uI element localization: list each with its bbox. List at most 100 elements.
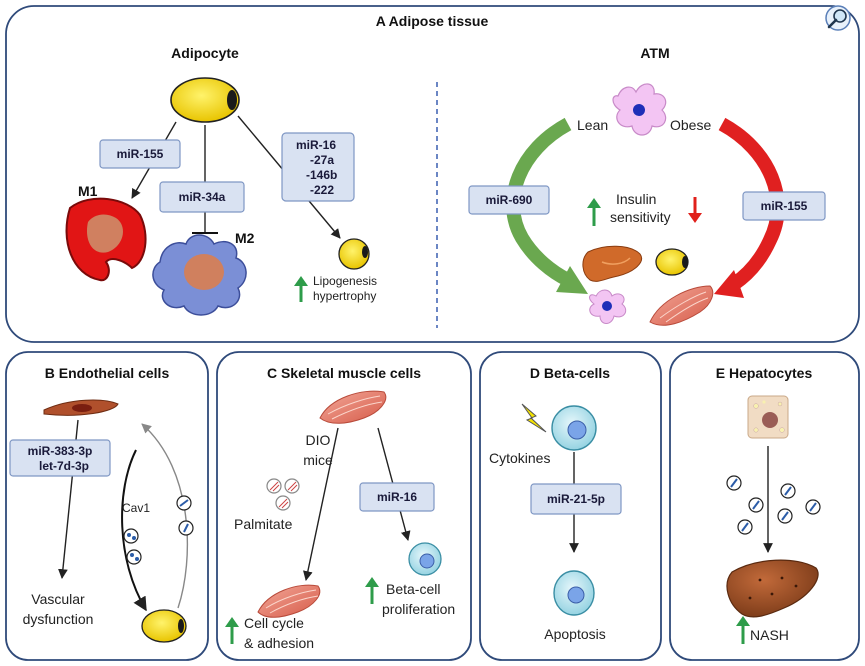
endothelial-cell — [43, 399, 119, 416]
hypertrophy-label: hypertrophy — [313, 289, 376, 303]
mir-383-box: miR-383-3p let-7d-3p — [9, 439, 111, 477]
adipocyte-cell — [170, 77, 240, 123]
mir-383-label: miR-383-3p — [28, 444, 93, 458]
lean-label: Lean — [577, 117, 608, 133]
lipogenesis-label: Lipogenesis — [313, 274, 377, 288]
muscle-top — [319, 390, 387, 424]
cav1-label: Cav1 — [122, 501, 150, 515]
m2-label: M2 — [235, 230, 255, 246]
small-adipocyte — [338, 238, 370, 270]
panel-b: B Endothelial cells miR-383-3p let-7d-3p… — [5, 351, 209, 661]
adipocyte-b — [141, 609, 187, 643]
panel-d-title: D Beta-cells — [530, 365, 610, 381]
beta-cell-top — [551, 405, 597, 451]
magnifier-icon[interactable] — [825, 5, 851, 31]
arrow-to-cellcycle — [303, 427, 339, 581]
mir-16-c-label: miR-16 — [377, 490, 417, 504]
proliferation-label: proliferation — [382, 601, 455, 617]
mir-21-label: miR-21-5p — [547, 492, 605, 506]
vesicle-1 — [176, 495, 192, 511]
let-7d-label: let-7d-3p — [39, 459, 89, 473]
panel-c-frame — [216, 351, 472, 661]
sensitivity-label: sensitivity — [610, 209, 671, 225]
panel-d: D Beta-cells Cytokines miR-21-5p Apoptos… — [479, 351, 662, 661]
palmitate-2 — [284, 478, 300, 494]
vesicle-e1 — [726, 475, 742, 491]
panel-b-frame — [5, 351, 209, 661]
panel-c-title: C Skeletal muscle cells — [267, 365, 421, 381]
obese-label: Obese — [670, 117, 711, 133]
up-arrow-icon — [225, 617, 239, 644]
obese-arrow — [714, 117, 785, 298]
atm-label: ATM — [640, 45, 669, 61]
exosome-1 — [123, 528, 139, 544]
muscle-bottom — [257, 584, 321, 618]
exosome-2 — [126, 549, 142, 565]
adhesion-label: & adhesion — [244, 635, 314, 651]
m1-label: M1 — [78, 183, 98, 199]
palmitate-label: Palmitate — [234, 516, 293, 532]
dysfunction-label: dysfunction — [23, 611, 94, 627]
mir-155-label: miR-155 — [117, 147, 164, 161]
mir-16-line-3: -146b — [306, 168, 337, 182]
mir-21-box: miR-21-5p — [530, 483, 622, 515]
cytokines-label: Cytokines — [489, 450, 550, 466]
mir-16-line-1: miR-16 — [296, 138, 336, 152]
mir-690-label: miR-690 — [486, 193, 533, 207]
mir-155-atm-label: miR-155 — [761, 199, 808, 213]
liver-small — [582, 245, 642, 282]
adipocyte-small-atm — [655, 248, 689, 276]
vesicle-e4 — [805, 499, 821, 515]
beta-cell-bottom — [553, 570, 595, 616]
panel-e-title: E Hepatocytes — [716, 365, 813, 381]
betacell-label: Beta-cell — [386, 581, 440, 597]
m1-macrophage — [65, 197, 147, 282]
hepatocyte-cell — [747, 395, 789, 439]
apoptosis-label: Apoptosis — [544, 626, 605, 642]
down-arrow-icon — [688, 197, 702, 223]
cellcycle-label: Cell cycle — [244, 615, 304, 631]
palmitate-1 — [266, 478, 282, 494]
mir-16-line-2: -27a — [310, 153, 334, 167]
mir-155-box: miR-155 — [99, 139, 181, 169]
liver-large — [726, 559, 819, 618]
mir-16-line-4: -222 — [310, 183, 334, 197]
mir-34a-label: miR-34a — [179, 190, 226, 204]
adipocyte-label: Adipocyte — [171, 45, 239, 61]
palmitate-3 — [275, 495, 291, 511]
vesicle-2 — [178, 520, 194, 536]
mir-16-group-box: miR-16 -27a -146b -222 — [281, 132, 355, 202]
panel-a-title: A Adipose tissue — [376, 13, 489, 29]
panel-a: A Adipose tissue Adipocyte ATM miR-155 m… — [5, 5, 860, 343]
nash-label: NASH — [750, 627, 789, 643]
atm-macrophage — [612, 83, 667, 136]
macrophage-small — [589, 289, 627, 324]
return-arrow-up — [141, 423, 189, 609]
mice-label: mice — [303, 452, 333, 468]
beta-cell-c — [408, 542, 442, 576]
up-arrow-icon — [294, 276, 308, 302]
panel-c: C Skeletal muscle cells DIO mice Palmita… — [216, 351, 472, 661]
up-arrow-icon — [736, 616, 750, 644]
insulin-label: Insulin — [616, 191, 656, 207]
vesicle-e6 — [737, 519, 753, 535]
muscle-small — [649, 285, 714, 326]
vesicle-e5 — [777, 508, 793, 524]
vascular-label: Vascular — [31, 591, 85, 607]
up-arrow-icon — [587, 198, 601, 226]
mir-16-c-box: miR-16 — [359, 482, 435, 512]
mir-690-box: miR-690 — [468, 185, 550, 215]
dio-label: DIO — [306, 432, 331, 448]
cav1-arrow-down — [121, 449, 147, 612]
vesicle-e2 — [780, 483, 796, 499]
vesicle-e3 — [748, 497, 764, 513]
mir-34a-box: miR-34a — [159, 181, 245, 213]
panel-e: E Hepatocytes NASH — [669, 351, 860, 661]
m2-macrophage — [152, 234, 247, 316]
lean-arrow — [506, 117, 588, 294]
mir-155-atm-box: miR-155 — [742, 191, 826, 221]
lightning-icon — [521, 403, 547, 433]
panel-b-title: B Endothelial cells — [45, 365, 170, 381]
up-arrow-icon — [365, 577, 379, 604]
